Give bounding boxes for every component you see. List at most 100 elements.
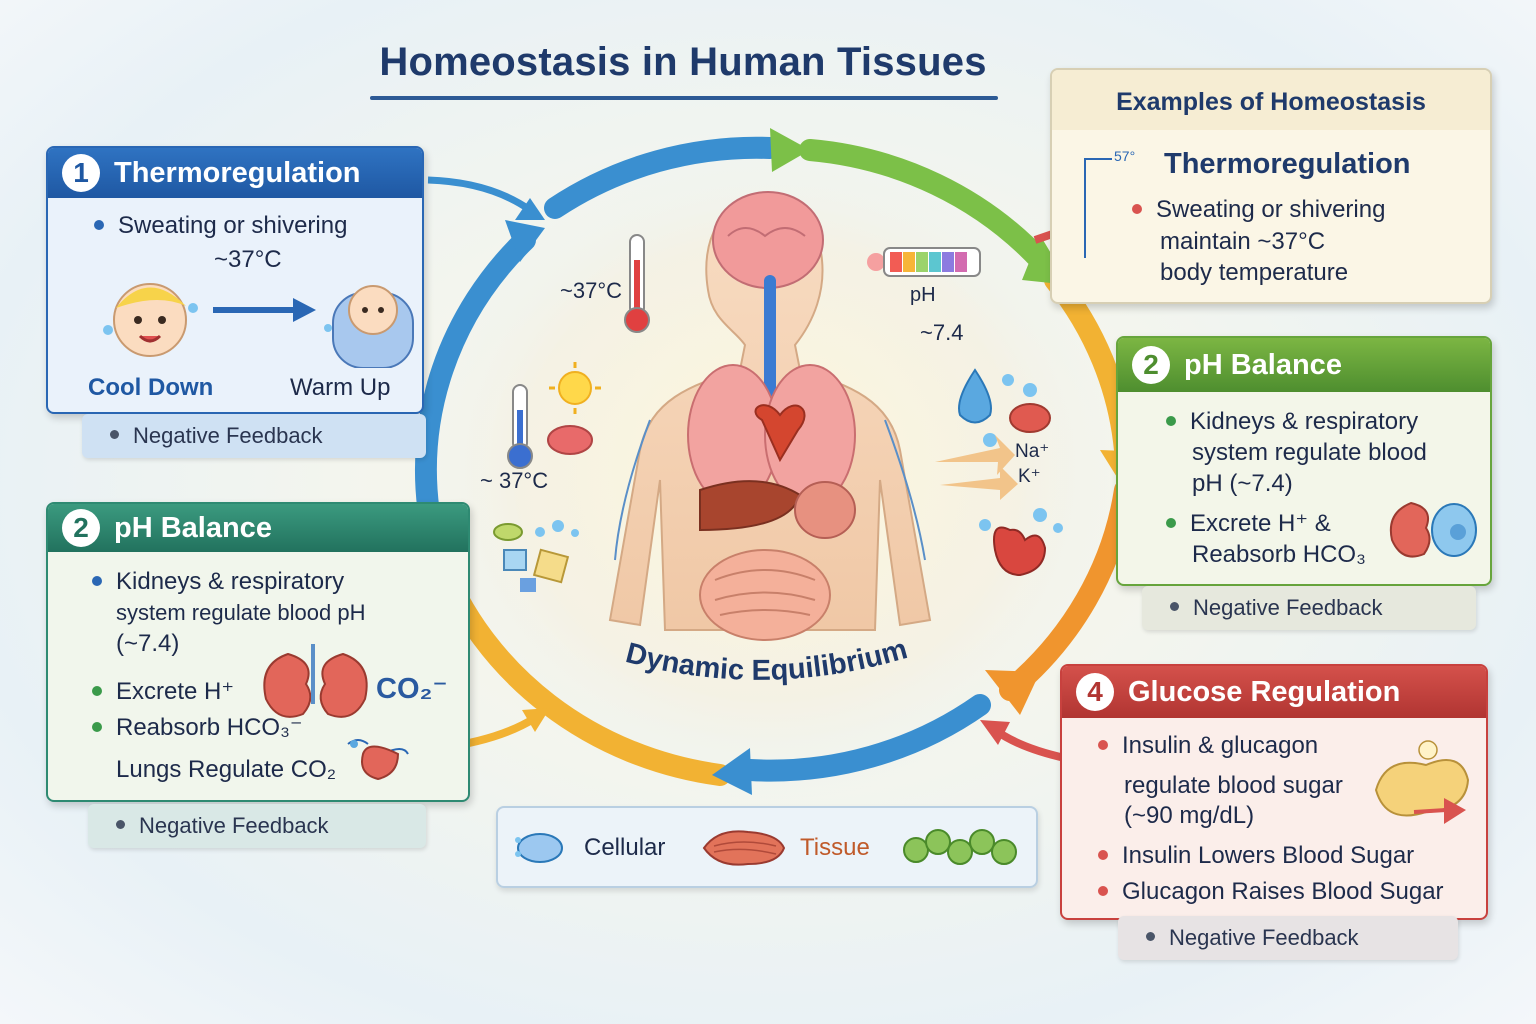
sodium-label: Na⁺: [1015, 441, 1050, 462]
negative-feedback-tag: Negative Feedback: [1142, 586, 1476, 630]
bullet-text-continued: body temperature: [1160, 259, 1349, 286]
bullet-item: Insulin Lowers Blood Sugar: [1098, 840, 1414, 871]
co2-label: CO₂⁻: [376, 673, 448, 705]
mini-label: 57°: [1114, 148, 1136, 164]
ph-strip-icon: [867, 247, 981, 277]
examples-card: Examples of Homeostasis 57° Thermoregula…: [1050, 68, 1492, 304]
kidney-icon: [1389, 501, 1431, 558]
glucose-regulation-card-header: 4 Glucose Regulation: [1062, 666, 1486, 718]
thermometer-icon: [624, 234, 650, 333]
ph-balance-card-right: 2 pH Balance Kidneys & respiratory syste…: [1116, 336, 1492, 586]
muscle-tissue-icon: [702, 830, 786, 866]
bullet-item: Kidneys & respiratory: [92, 566, 344, 597]
negative-feedback-tag: Negative Feedback: [88, 804, 426, 848]
bullet-item: Excrete H⁺: [92, 676, 234, 707]
glucose-regulation-card: 4 Glucose Regulation Insulin & glucagon …: [1060, 664, 1488, 920]
bullet-text-continued: regulate blood sugar: [1124, 772, 1343, 799]
svg-text:Dynamic Equilibrium: Dynamic Equilibrium: [623, 633, 911, 687]
kidney-illustration: [263, 644, 409, 781]
kidney-small-icon: [361, 745, 400, 781]
cell-icon: [515, 833, 563, 863]
cool-down-label: Cool Down: [88, 374, 214, 401]
bullet-item: Sweating or shivering: [94, 210, 347, 241]
bullet-text: Excrete H⁺: [116, 678, 235, 705]
ph-balance-card-left: 2 pH Balance Kidneys & respiratory syste…: [46, 502, 470, 802]
bullet-text: Excrete H⁺ &: [1190, 510, 1331, 537]
negative-feedback-tag: Negative Feedback: [82, 414, 426, 458]
bullet-item: Glucagon Raises Blood Sugar: [1098, 876, 1444, 907]
feedback-label: Negative Feedback: [1193, 595, 1383, 620]
card-title: Glucose Regulation: [1128, 675, 1401, 708]
temp-label-lower: ~ 37°C: [480, 468, 549, 493]
title-underline: [370, 96, 998, 100]
examples-bracket-top: [1084, 158, 1112, 160]
bullet-text: Kidneys & respiratory: [116, 568, 345, 595]
examples-title: Thermoregulation: [1164, 148, 1411, 180]
bullet-item: Insulin & glucagon: [1098, 730, 1318, 761]
bullet-text-continued: system regulate blood pH: [116, 600, 366, 625]
bullet-item: Sweating or shivering: [1132, 194, 1385, 225]
bullet-text: Sweating or shivering: [118, 212, 348, 239]
kidney-icon: [319, 652, 368, 718]
kidney-small-icon: [979, 508, 1063, 577]
card-number-badge: 2: [1132, 346, 1170, 384]
negative-feedback-tag: Negative Feedback: [1118, 916, 1458, 960]
bullet-text-continued: (~90 mg/dL): [1124, 802, 1255, 829]
bullet-text: Kidneys & respiratory: [1190, 408, 1419, 435]
sun-icon: [549, 362, 601, 414]
temp-label-upper: ~37°C: [560, 278, 623, 303]
cool-warm-illustration: [103, 283, 414, 368]
card-number-badge: 4: [1076, 673, 1114, 711]
examples-card-header: Examples of Homeostasis: [1052, 70, 1490, 130]
bullet-text-continued: system regulate blood: [1192, 439, 1427, 466]
bullet-item: Kidneys & respiratory: [1166, 406, 1418, 437]
bullet-item: Reabsorb HCO₃⁻: [92, 712, 303, 743]
ph-balance-card-header: 2 pH Balance: [48, 504, 468, 552]
card-number-badge: 1: [62, 154, 100, 192]
bullet-text-continued: Reabsorb HCO₃: [1192, 541, 1366, 568]
page-title: Homeostasis in Human Tissues: [379, 40, 987, 84]
warm-up-label: Warm Up: [290, 374, 391, 401]
organ-cells-icon: [903, 829, 1017, 865]
ph-balance-card-header: 2 pH Balance: [1118, 338, 1490, 392]
human-body-illustration: [608, 191, 932, 641]
bullet-text: Reabsorb HCO₃⁻: [116, 714, 303, 741]
bullet-text-continued: (~7.4): [116, 630, 180, 657]
molecule-cubes-icon: [493, 520, 579, 592]
ph-value-label: ~7.4: [920, 320, 964, 345]
water-droplet-icon: [958, 368, 1037, 447]
blood-cell-icon: [1009, 403, 1051, 433]
ion-arrows-icon: [935, 435, 1018, 500]
lungs-text: Lungs Regulate CO₂: [116, 756, 337, 783]
bullet-text-continued: pH (~7.4): [1192, 470, 1293, 497]
card-title: pH Balance: [1184, 348, 1342, 381]
card-number-badge: 2: [62, 509, 100, 547]
legend-tissue-label: Tissue: [800, 834, 870, 861]
bullet-text: Glucagon Raises Blood Sugar: [1122, 878, 1444, 905]
bullet-text: Sweating or shivering: [1156, 196, 1386, 223]
cycle-arrows: [415, 136, 1136, 786]
legend-cellular-label: Cellular: [584, 834, 666, 861]
bullet-text: Insulin Lowers Blood Sugar: [1122, 842, 1415, 869]
card-title: Thermoregulation: [114, 156, 361, 189]
feedback-label: Negative Feedback: [1169, 925, 1359, 950]
bullet-item: Excrete H⁺ &: [1166, 508, 1331, 539]
examples-bracket: [1084, 158, 1086, 258]
thermoregulation-card-header: 1 Thermoregulation: [48, 148, 422, 198]
ph-label: pH: [910, 284, 936, 306]
level-legend: Cellular Tissue: [496, 806, 1038, 888]
kidney-icon: [263, 652, 312, 718]
feedback-label: Negative Feedback: [139, 813, 329, 838]
feedback-label: Negative Feedback: [133, 423, 323, 448]
kidney-illustration: [1389, 501, 1477, 558]
red-cell-icon: [547, 425, 593, 455]
card-title: pH Balance: [114, 511, 272, 544]
center-label: Dynamic Equilibrium: [623, 633, 911, 687]
potassium-label: K⁺: [1018, 466, 1041, 487]
temperature-value: ~37°C: [214, 246, 282, 273]
bullet-text: Insulin & glucagon: [1122, 732, 1319, 759]
pancreas-illustration: [1374, 740, 1470, 824]
thermometer-blue-icon: [507, 384, 533, 469]
